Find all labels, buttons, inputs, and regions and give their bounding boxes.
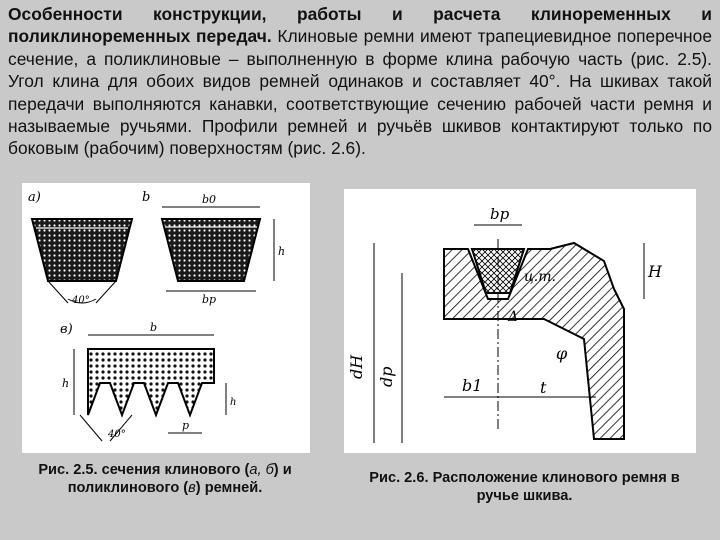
h-label-v: h [62,377,69,390]
figure-2-6: bp H ц.т. Δ φ dH dp b1 t [344,189,696,453]
H-label: H [647,262,663,281]
paragraph-bold-lead: Особенности конструкции, работы и расчет… [8,4,712,47]
bp-label-2-6: bp [490,205,510,223]
belt-sections-drawing: а) 40° b b0 h bp в) b h h 40° p [28,190,285,442]
intro-paragraph: Особенности конструкции, работы и расчет… [8,3,712,160]
b-label: b [150,321,157,334]
angle-label-v: 40° [107,429,126,440]
figure-2-5-caption: Рис. 2.5. сечения клинового (а, б) и пол… [38,462,292,496]
b1-label: b1 [462,376,482,395]
label-b: b [142,190,150,205]
paragraph-body: Клиновые ремни имеют трапециевидное попе… [8,26,712,159]
dp-label: dp [377,367,396,387]
h-small-label: h [230,397,236,408]
poly-v-belt-section [87,348,215,418]
ct-label: ц.т. [524,269,556,285]
label-a: а) [28,190,41,205]
dH-label: dH [347,354,366,379]
label-v: в) [60,322,73,337]
t-label: t [540,378,547,397]
phi-label: φ [556,344,568,363]
b0-label: b0 [202,193,216,206]
h-label: h [278,245,285,258]
belt-in-groove-drawing: bp H ц.т. Δ φ dH dp b1 t [347,205,663,443]
figure-2-6-caption: Рис. 2.6. Расположение клинового ремня в… [369,470,680,504]
delta-label: Δ [507,309,518,325]
angle-label-a: 40° [71,295,90,306]
figure-2-5: а) 40° b b0 h bp в) b h h 40° p [22,183,310,453]
p-label: p [182,419,189,432]
belt-section-b [160,218,262,282]
bp-label: bp [202,293,216,306]
